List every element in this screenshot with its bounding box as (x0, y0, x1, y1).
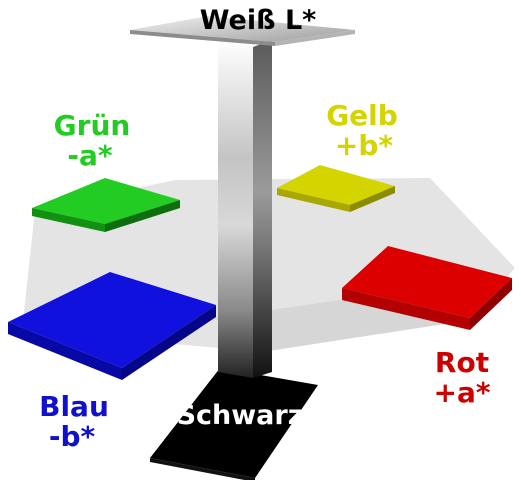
white-top-cap (130, 16, 355, 46)
red-plate (342, 246, 512, 330)
red-name-label: Rot (435, 346, 489, 379)
black-label: Schwarz (177, 400, 304, 431)
green-axis-label: -a* (67, 139, 113, 172)
white-label: Weiß L* (200, 5, 317, 36)
green-name-label: Grün (54, 109, 131, 142)
lightness-axis-pillar (218, 40, 272, 378)
yellow-plate (277, 165, 395, 212)
red-axis-label: +a* (434, 376, 491, 409)
green-plate (32, 178, 180, 232)
black-base (150, 368, 318, 480)
blue-axis-label: -b* (49, 420, 96, 453)
blue-name-label: Blau (39, 390, 109, 423)
yellow-name-label: Gelb (326, 99, 398, 132)
blue-plate (8, 272, 216, 380)
yellow-axis-label: +b* (335, 129, 394, 162)
